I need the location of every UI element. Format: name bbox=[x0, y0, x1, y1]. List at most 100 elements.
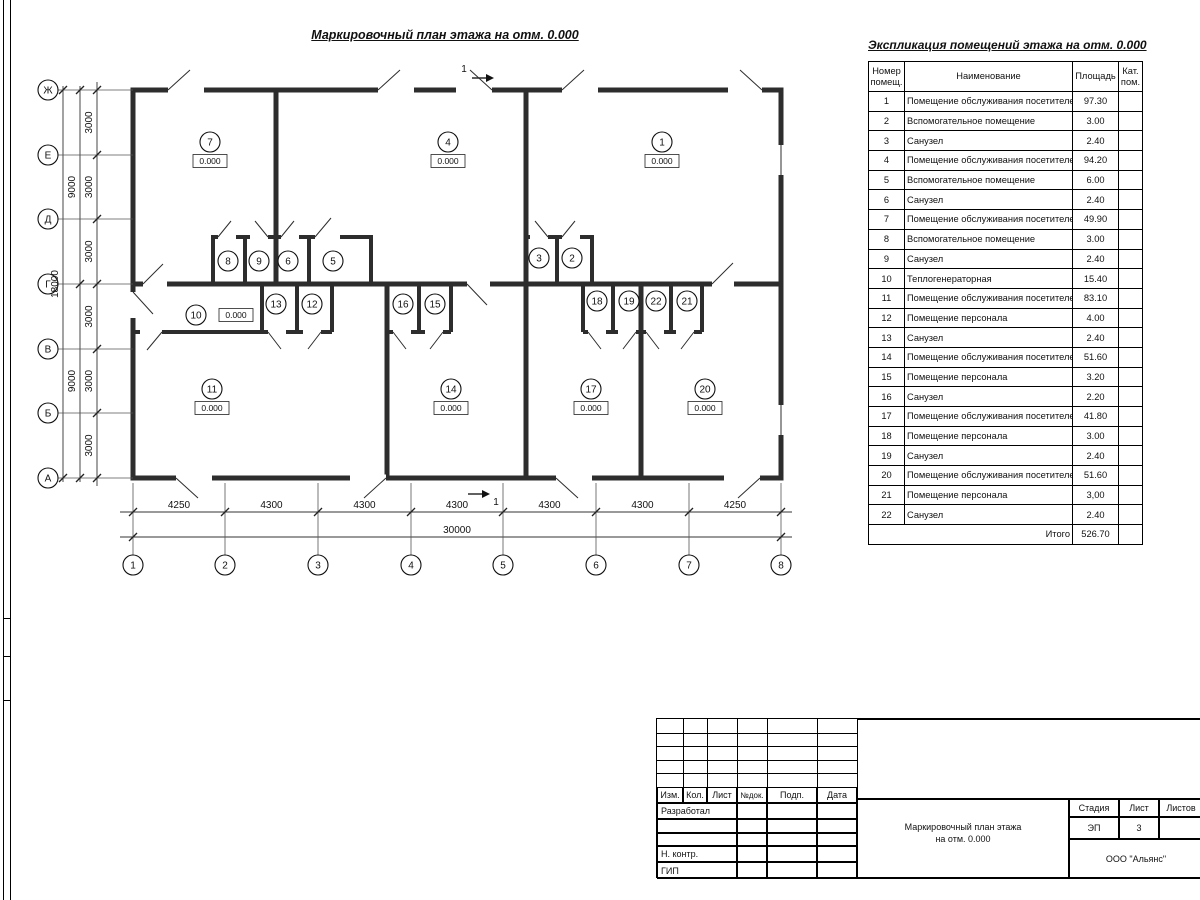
axis-row-marker bbox=[37, 273, 59, 295]
schedule-cell-area: 4.00 bbox=[1072, 307, 1119, 329]
tb-izm-label: Изм. bbox=[657, 787, 683, 803]
axis-row-label: Г bbox=[45, 280, 51, 291]
tb-gip-label: ГИП bbox=[657, 862, 737, 879]
schedule-cell-area: 97.30 bbox=[1072, 91, 1119, 112]
dim-tick bbox=[92, 279, 102, 289]
schedule-cell-n: 4 bbox=[868, 150, 905, 171]
room-number-marker bbox=[580, 378, 602, 400]
tb-cell bbox=[767, 862, 817, 879]
schedule-cell-area: 41.80 bbox=[1072, 406, 1119, 427]
tb-data-label: Дата bbox=[817, 787, 857, 803]
dimension-label: 3000 bbox=[84, 111, 95, 134]
elevation-box bbox=[433, 401, 469, 415]
room-number-marker bbox=[561, 247, 583, 269]
tb-cell bbox=[817, 846, 857, 862]
schedule-cell-cat bbox=[1118, 524, 1143, 545]
grid-line bbox=[657, 759, 857, 761]
room-number-marker bbox=[528, 247, 550, 269]
elevation-label: 0.000 bbox=[225, 310, 247, 320]
dim-tick bbox=[75, 279, 85, 289]
schedule-cell-cat bbox=[1118, 406, 1143, 427]
schedule-cell-name: Вспомогательное помещение bbox=[904, 169, 1073, 191]
tb-cell bbox=[657, 832, 737, 846]
tb-cell bbox=[767, 832, 817, 846]
section-arrow bbox=[482, 490, 490, 498]
tb-doc-title-line1: Маркировочный план этажа bbox=[904, 821, 1022, 832]
tb-cell bbox=[657, 819, 737, 833]
schedule-cell-cat bbox=[1118, 110, 1143, 132]
axis-row-marker bbox=[37, 144, 59, 166]
grid-line bbox=[683, 719, 684, 787]
room-number: 5 bbox=[330, 257, 336, 268]
sheet-frame-line bbox=[3, 0, 5, 900]
room-number: 11 bbox=[207, 385, 218, 396]
tb-sheets-label: Листов bbox=[1159, 799, 1200, 817]
room-number: 6 bbox=[285, 257, 291, 268]
room-number: 12 bbox=[306, 300, 318, 311]
schedule-cell-name: Помещение обслуживания посетителей bbox=[904, 209, 1073, 230]
schedule-cell-area: 51.60 bbox=[1072, 465, 1119, 486]
elevation-box bbox=[644, 154, 680, 168]
room-number-marker bbox=[392, 293, 414, 315]
schedule-cell-area: 3.00 bbox=[1072, 425, 1119, 447]
schedule-cell-name: Помещение обслуживания посетителей bbox=[904, 287, 1073, 309]
frame-tick bbox=[3, 618, 11, 620]
tb-ndok-label: №док. bbox=[737, 787, 767, 803]
schedule-col-area: Площадь bbox=[1072, 61, 1119, 92]
grid-line bbox=[817, 719, 818, 787]
tb-cell bbox=[767, 803, 817, 819]
room-number-marker bbox=[265, 293, 287, 315]
dim-tick bbox=[776, 507, 786, 517]
room-number-marker bbox=[424, 293, 446, 315]
schedule-col-number: Номер помещ. bbox=[868, 61, 905, 92]
schedule-cell-area: 15.40 bbox=[1072, 268, 1119, 289]
room-number-marker bbox=[248, 250, 270, 272]
room-number: 3 bbox=[536, 254, 542, 265]
schedule-cell-n: 19 bbox=[868, 445, 905, 467]
axis-col-marker bbox=[122, 554, 144, 576]
room-number-marker bbox=[676, 290, 698, 312]
grid-line bbox=[737, 719, 738, 787]
room-number-marker bbox=[645, 290, 667, 312]
door-leaves bbox=[132, 69, 782, 499]
tb-nkontr-label: Н. контр. bbox=[657, 846, 737, 862]
dim-tick bbox=[75, 85, 85, 95]
room-number-marker bbox=[437, 131, 459, 153]
schedule-cell-cat bbox=[1118, 425, 1143, 447]
schedule-total-value: 526.70 bbox=[1072, 524, 1119, 545]
schedule-cell-area: 2.40 bbox=[1072, 504, 1119, 526]
axis-col-label: 4 bbox=[408, 561, 414, 572]
dimension-label: 4300 bbox=[631, 500, 654, 511]
elevation-box bbox=[573, 401, 609, 415]
dim-tick bbox=[591, 507, 601, 517]
axis-row-label: Ж bbox=[43, 86, 53, 97]
room-number: 20 bbox=[699, 385, 711, 396]
elevation-label: 0.000 bbox=[199, 156, 221, 166]
dimension-label: 3000 bbox=[84, 305, 95, 328]
tb-sheet-value: 3 bbox=[1119, 817, 1159, 839]
axis-col-marker bbox=[492, 554, 514, 576]
dimension-label: 3000 bbox=[84, 240, 95, 263]
walls bbox=[130, 87, 784, 481]
schedule-col-cat: Кат. пом. bbox=[1118, 61, 1143, 92]
room-number-marker bbox=[694, 378, 716, 400]
schedule-cell-n: 14 bbox=[868, 346, 905, 368]
dim-tick bbox=[313, 507, 323, 517]
schedule-cell-cat bbox=[1118, 346, 1143, 368]
schedule-cell-area: 3.00 bbox=[1072, 110, 1119, 132]
schedule-cell-area: 51.60 bbox=[1072, 346, 1119, 368]
dimension-label: 4300 bbox=[538, 500, 561, 511]
